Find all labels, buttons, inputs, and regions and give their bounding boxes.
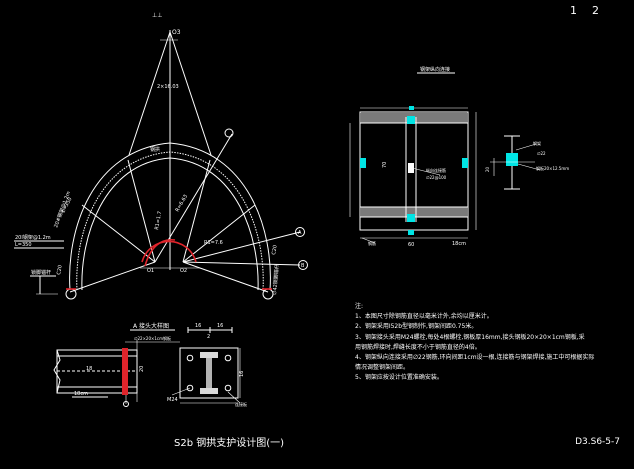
- callout-b-text: B: [301, 263, 305, 269]
- arch-center-o2: O2: [180, 268, 187, 274]
- note-line-2: 2、钢架采用Ⅰ52b型钢制作,钢架间距0.75米。: [355, 323, 478, 331]
- notes-block: 注: 1、本图尺寸除钢筋直径以毫米计外,余均以厘米计。 2、钢架采用Ⅰ52b型钢…: [355, 302, 617, 384]
- right-foot-label: ∅42锁脚锚杆: [271, 264, 281, 295]
- left-foot-label: 锁脚锚杆: [31, 269, 51, 276]
- drawing-title: S2b 钢拱支护设计图(一): [174, 438, 285, 449]
- arch-figure: O3 ⊥⊥ 2×16.03 钢拱 O1 O2 R1=7.6 R=6.63 R1=…: [14, 12, 308, 300]
- arch-left-radius: R1=1.7: [154, 211, 163, 231]
- right-detail-bottom-length: 18cm: [452, 241, 466, 247]
- right-detail-band-bottom: [361, 207, 467, 217]
- ibeam-section: 20 钢架 ∅22 钢板20×12.5mm: [485, 135, 569, 190]
- arch-crown-label: 钢拱: [150, 146, 160, 153]
- right-detail-bottom-dim: 60: [408, 242, 414, 248]
- left-foot-circle: [65, 288, 77, 300]
- note-line-3: 3、钢架接头采用M24螺栓,每处4根螺栓,钢板厚16mm,接头钢板20×20×1…: [355, 333, 585, 341]
- left-dim-2: C20: [56, 265, 64, 276]
- left-spec-label: 20Ⅰ钢架@1.2m: [15, 234, 51, 241]
- callout-a-text: A: [298, 230, 302, 236]
- section-a-plate: [122, 348, 128, 395]
- ibeam-dim: 20: [485, 166, 490, 172]
- section-a-top-label: ∅22×20×1cm钢板: [134, 335, 171, 341]
- note-line-6: 情况调整钢架间距。: [355, 364, 410, 372]
- arch-radius-top-label: R=6.63: [175, 194, 190, 213]
- plate-dim-1: 16: [195, 323, 201, 329]
- plate-dim-2: 16: [217, 323, 223, 329]
- drawing-number: D3.S6-5-7: [575, 437, 620, 447]
- notes-heading: 注:: [355, 303, 364, 310]
- arch-top-marker: ⊥⊥: [152, 12, 162, 19]
- plate-bolt-label: M24: [167, 397, 178, 403]
- right-detail-sub-label: ∅22@100: [426, 175, 447, 180]
- right-dim-label: C20: [271, 245, 279, 256]
- callout-circle-a: [295, 227, 305, 237]
- ibeam-callout-3: 钢板20×12.5mm: [536, 165, 569, 171]
- page-number-1: 1: [570, 4, 577, 17]
- right-detail-center-label: 纵向连接筋: [426, 167, 446, 173]
- arch-center-o1: O1: [147, 268, 154, 274]
- right-detail: 钢架纵向连接 70 纵向连接筋 ∅22@100 60 18cm: [349, 66, 569, 248]
- section-a-dim-20: 20: [139, 366, 145, 372]
- section-a-detail: A 接头大样图 18 20 18cm ∅22×20×1cm钢板: [53, 322, 180, 407]
- arch-right-radius: R1=7.6: [204, 240, 223, 246]
- plate-outline: [179, 347, 239, 399]
- arch-angle-label: 2×16.03: [157, 84, 179, 90]
- callout-circle-b: [298, 260, 308, 270]
- note-line-7: 5、钢架应按设计位置准确安装。: [355, 374, 443, 382]
- arch-top-point: O3: [172, 29, 181, 36]
- section-a-dim-18: 18: [86, 366, 92, 372]
- left-spacing-label: L=350: [15, 242, 32, 248]
- callout-circle-top: [224, 128, 234, 138]
- ibeam-callout-2: ∅22: [537, 151, 546, 156]
- right-detail-title: 钢架纵向连接: [420, 66, 450, 73]
- section-a-length: 18cm: [74, 391, 88, 397]
- right-detail-left-bottom: 钢筋: [368, 240, 376, 246]
- right-detail-side-dim: 70: [382, 162, 388, 168]
- note-line-5: 4、钢架纵向连接采用∅22钢筋,环向间距1cm设一根,连接筋与钢架焊接,施工中可…: [355, 354, 595, 362]
- page-number-2: 2: [592, 4, 599, 17]
- section-a-title: A 接头大样图: [133, 322, 169, 330]
- plate-detail: 16 16 2 16 M24 连接板: [167, 323, 247, 407]
- plate-dim-mid: 2: [207, 334, 210, 340]
- note-line-4: 用钢筋焊接时,焊缝长度不小于钢筋直径的4倍。: [355, 343, 481, 351]
- plate-label-1: 连接板: [235, 401, 247, 407]
- ibeam-callout-1: 钢架: [533, 140, 541, 146]
- note-line-1: 1、本图尺寸除钢筋直径以毫米计外,余均以厘米计。: [355, 313, 493, 321]
- plate-side-dim: 16: [239, 371, 245, 377]
